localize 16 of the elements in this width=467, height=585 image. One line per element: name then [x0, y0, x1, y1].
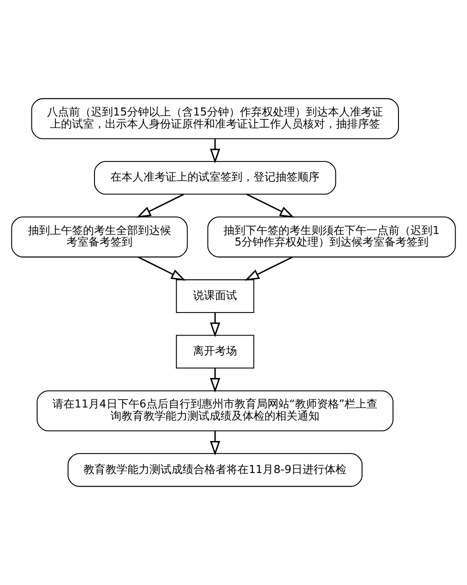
arrow	[136, 194, 184, 218]
node-box: 离开考场	[176, 334, 254, 368]
node-box: 抽到下午签的考生则须在下午一点前（迟到15分钟作弃权处理）到达候考室备考签到	[207, 216, 456, 258]
arrow	[138, 256, 186, 281]
node-box: 在本人准考证上的试室签到，登记抽签顺序	[94, 160, 336, 195]
arrow	[210, 312, 220, 338]
node-box: 抽到上午签的考生全部到达候考室备考签到	[11, 216, 188, 258]
arrow	[244, 256, 293, 281]
arrow	[210, 431, 220, 456]
node-box: 教育教学能力测试成绩合格者将在11月8-9日进行体检	[68, 453, 362, 487]
arrow	[210, 368, 220, 393]
arrow	[210, 138, 220, 164]
arrow	[246, 194, 294, 218]
node-box: 说课面试	[176, 279, 254, 313]
node-box: 请在11月4日下午6点后自行到惠州市教育局网站“教师资格”栏上查询教育教学能力测试成绩及体检的相关通知	[36, 390, 394, 432]
node-box: 八点前（迟到15分钟以上（含15分钟）作弃权处理）到达本人准考证上的试室，出示本人身份证原件和准考证让工作人员核对，抽排序签	[31, 98, 399, 140]
